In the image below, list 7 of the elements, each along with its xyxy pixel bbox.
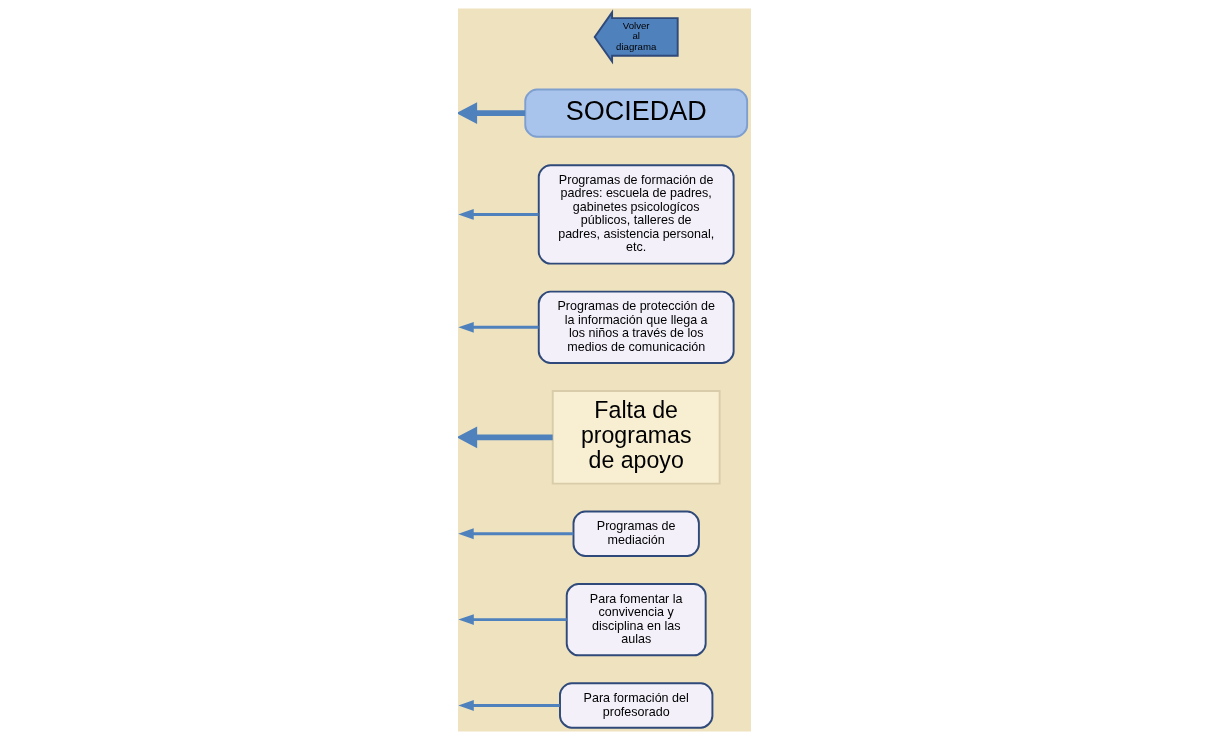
node-box: Para formación del profesorado bbox=[559, 682, 714, 729]
node-box: Programas de mediación bbox=[572, 510, 700, 557]
node-box: Falta de programas de apoyo bbox=[551, 390, 721, 485]
node-box: Para fomentar la convivencia y disciplina en las aulas bbox=[565, 582, 707, 657]
node-box: Programas de protección de la información que llega a los niños a través de los medios de comunicación bbox=[537, 290, 735, 364]
node-box: SOCIEDAD bbox=[524, 88, 749, 138]
node-box: Programas de formación de padres: escuela de padres, gabinetes psicologícos públicos, talleres de padres, asistencia personal, etc. bbox=[537, 164, 735, 265]
